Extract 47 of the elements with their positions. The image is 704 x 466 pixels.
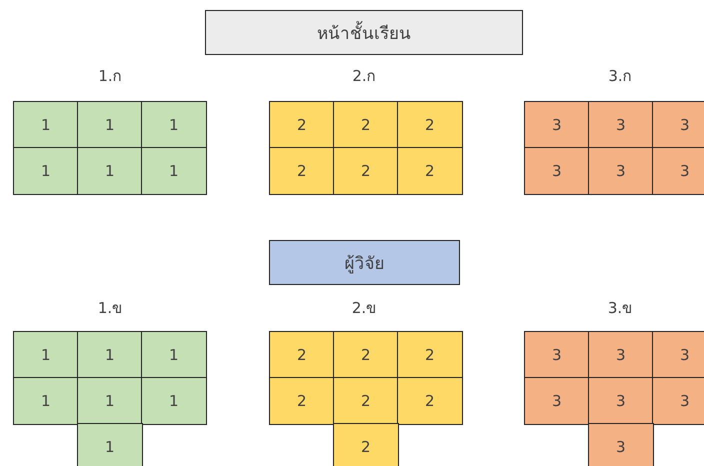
- seat-cell: 3: [524, 101, 590, 148]
- seat-cell: 2: [397, 331, 462, 378]
- seat-cell: 3: [524, 331, 590, 378]
- seat-cell: 2: [397, 377, 462, 424]
- seat-cell: 3: [524, 147, 590, 194]
- seat-cell: 1: [77, 101, 142, 148]
- seat-cell: 2: [333, 331, 398, 378]
- seat-cell: 1: [13, 101, 78, 148]
- seat-cell: 1: [13, 147, 78, 194]
- seat-cell: 2: [269, 101, 334, 148]
- seat-cell: 1: [141, 147, 206, 194]
- seat-cell: 1: [77, 377, 142, 424]
- seat-cell: 1: [77, 147, 142, 194]
- group-heading: 3.ข: [606, 298, 634, 319]
- seat-cell: 2: [333, 101, 398, 148]
- group-heading: 2.ก: [351, 66, 377, 87]
- seat-cell: 1: [13, 331, 78, 378]
- seat-cell: 3: [588, 101, 654, 148]
- seat-cell: 1: [141, 101, 206, 148]
- seat-cell: 2: [397, 101, 462, 148]
- seat-cell: 3: [588, 377, 654, 424]
- seat-cell: 2: [333, 377, 398, 424]
- banner-box: ผู้วิจัย: [269, 240, 460, 285]
- seat-cell: 3: [588, 147, 654, 194]
- seat-cell: 2: [269, 377, 334, 424]
- seat-cell: 1: [77, 423, 142, 466]
- seat-cell: 3: [588, 423, 654, 466]
- seat-cell: 1: [141, 331, 206, 378]
- seat-cell: 2: [397, 147, 462, 194]
- group-heading: 2.ข: [350, 298, 378, 319]
- group-heading: 1.ก: [97, 66, 123, 87]
- seat-cell: 1: [141, 377, 206, 424]
- seat-cell: 3: [652, 147, 704, 194]
- seat-cell: 3: [588, 331, 654, 378]
- seat-cell: 3: [524, 377, 590, 424]
- seat-cell: 3: [652, 377, 704, 424]
- seat-cell: 2: [333, 147, 398, 194]
- group-heading: 1.ข: [96, 298, 124, 319]
- seat-cell: 2: [269, 331, 334, 378]
- group-heading: 3.ก: [607, 66, 633, 87]
- seat-cell: 1: [13, 377, 78, 424]
- seat-cell: 2: [333, 423, 398, 466]
- seat-cell: 1: [77, 331, 142, 378]
- seat-cell: 3: [652, 331, 704, 378]
- seat-cell: 3: [652, 101, 704, 148]
- banner-box: หน้าชั้นเรียน: [205, 10, 523, 55]
- seat-cell: 2: [269, 147, 334, 194]
